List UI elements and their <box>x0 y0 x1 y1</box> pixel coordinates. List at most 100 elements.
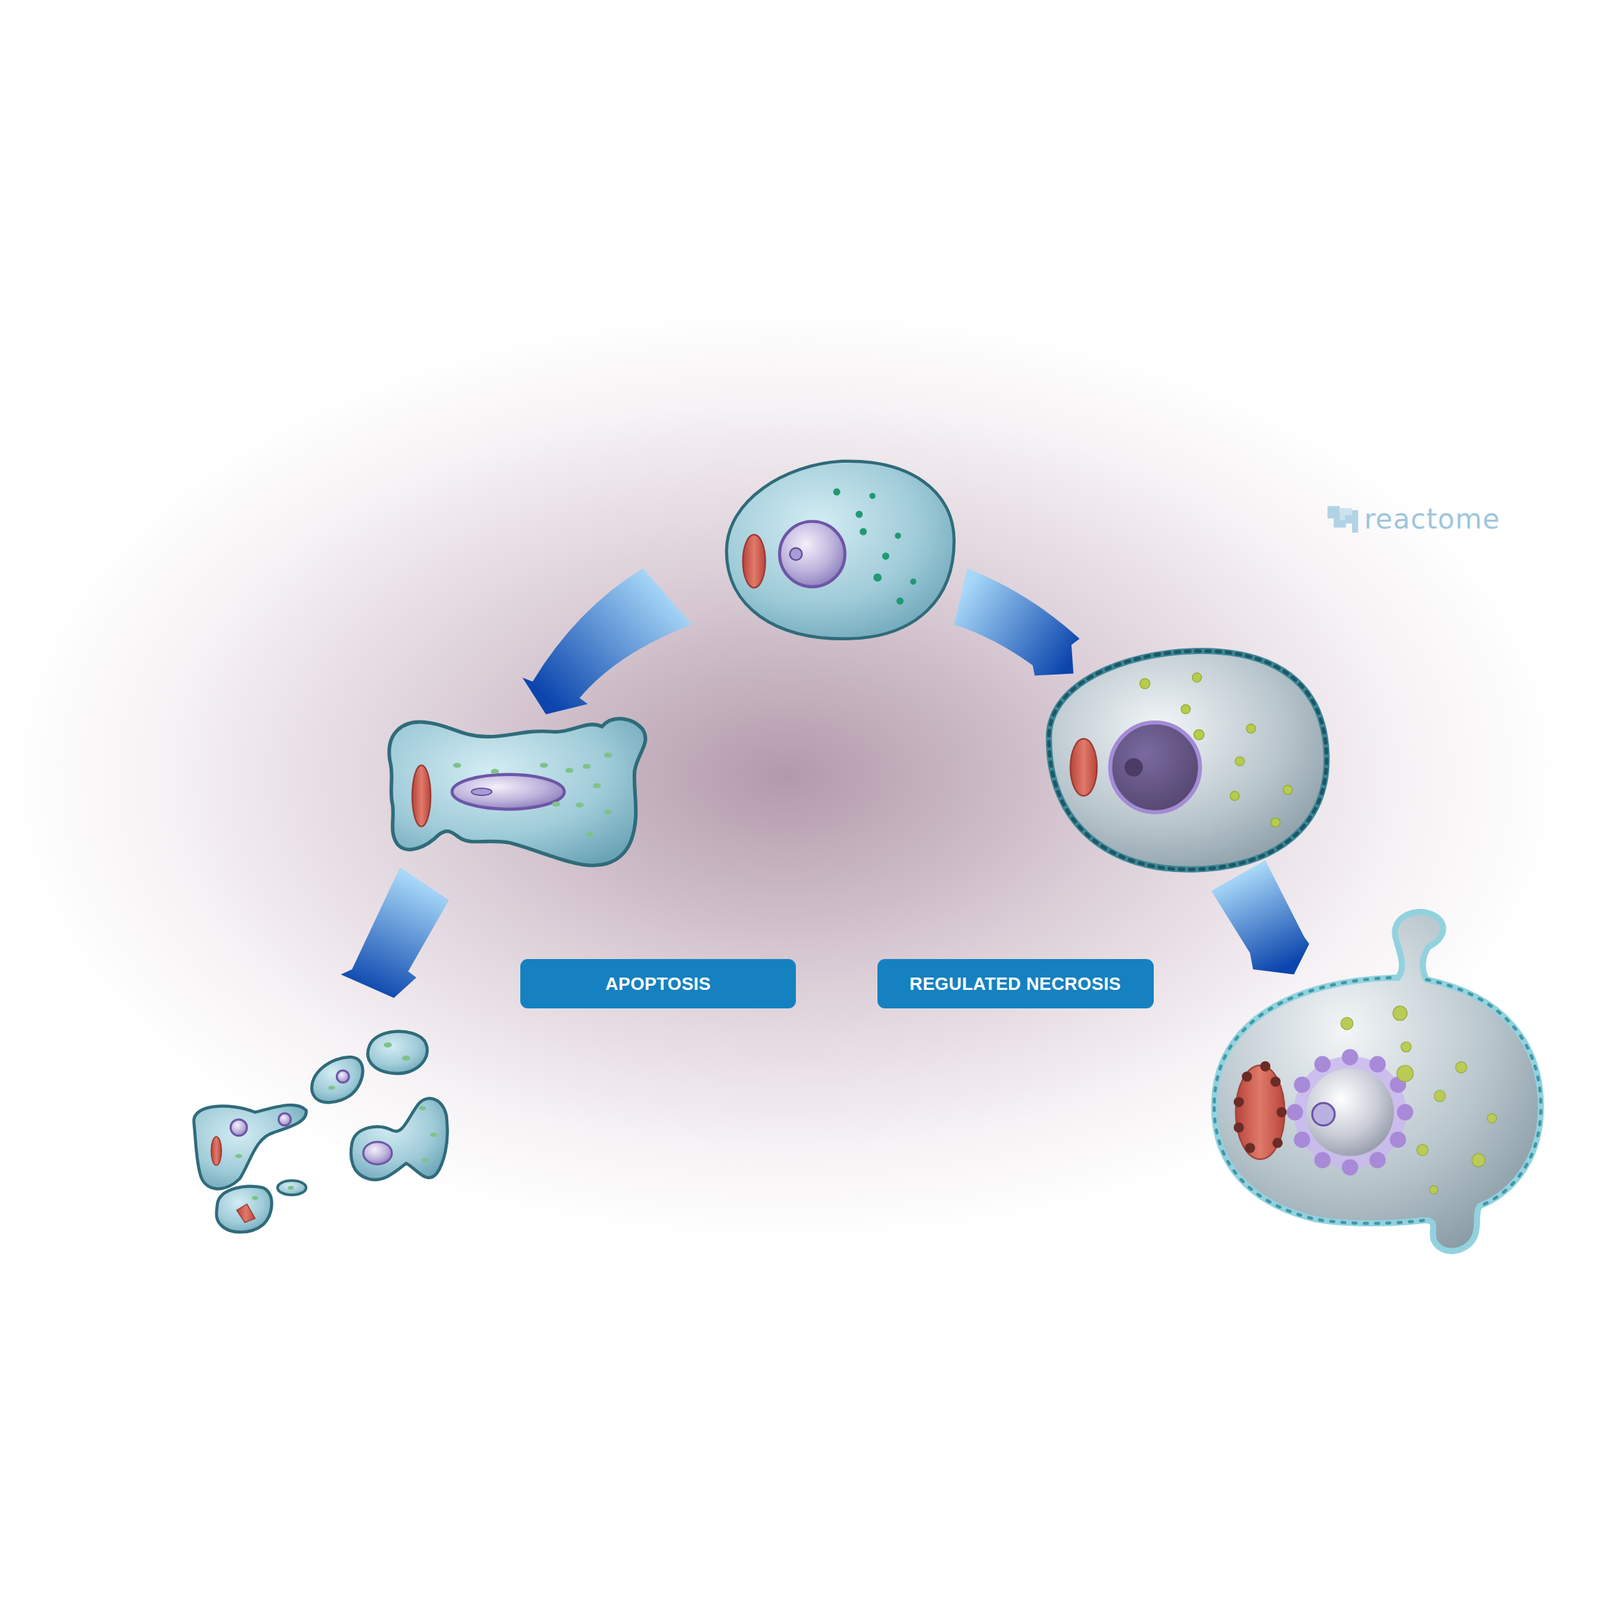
ruptured-cell-part-part <box>1293 1131 1311 1149</box>
apoptotic-bodies-part <box>383 1042 393 1048</box>
ruptured-cell <box>1214 911 1542 1252</box>
apoptotic-bodies-part <box>235 1154 242 1159</box>
swelling-cell-part <box>1140 673 1293 828</box>
apoptotic-bodies-part <box>418 1106 426 1111</box>
stage-label-box: APOPTOSIS <box>520 959 796 1009</box>
apoptotic-bodies-part <box>287 1185 295 1191</box>
process-arrow-part <box>522 568 692 715</box>
ruptured-cell-part <box>1286 1048 1414 1176</box>
ruptured-cell-part-part <box>1233 1122 1245 1133</box>
swelling-cell-part-part <box>1283 784 1293 794</box>
ruptured-cell-part-part <box>1270 1076 1281 1087</box>
apoptotic-cell-part-part <box>585 832 594 838</box>
swelling-cell-part-part <box>1140 678 1151 689</box>
healthy-cell-part-part <box>855 510 863 518</box>
ruptured-cell-part-part <box>1341 1159 1359 1176</box>
apoptotic-cell-part <box>389 718 646 866</box>
ruptured-cell-part-part <box>1434 1089 1446 1101</box>
ruptured-cell-part-part <box>1397 1104 1414 1121</box>
healthy-cell-part-part <box>896 597 904 605</box>
healthy-cell-part-part <box>832 488 840 495</box>
swelling-cell-part <box>1048 651 1327 870</box>
apoptotic-cell-part-part <box>582 763 591 769</box>
stage-label: REGULATED NECROSIS <box>909 973 1121 995</box>
swelling-cell-part <box>1070 738 1097 796</box>
apoptotic-bodies <box>194 1031 448 1232</box>
ruptured-cell-part-part <box>1314 1152 1331 1169</box>
apoptotic-cell-part-part <box>551 801 561 807</box>
swelling-cell-part-part <box>1194 729 1205 740</box>
process-arrow-part <box>954 568 1080 676</box>
ruptured-cell-part-part <box>1416 1144 1428 1156</box>
ruptured-cell-part-part <box>1471 1153 1485 1167</box>
ruptured-cell-part <box>1214 911 1542 1252</box>
ruptured-cell-part-part <box>1401 1041 1412 1053</box>
apoptotic-bodies-part <box>363 1142 393 1165</box>
apoptotic-bodies-part <box>236 1203 256 1223</box>
swelling-cell-part-part <box>1181 704 1191 714</box>
apoptotic-cell-part <box>451 774 565 810</box>
apoptotic-bodies-part <box>311 1057 363 1103</box>
apoptotic-cell-part-part <box>539 762 548 768</box>
logo-mark-part <box>1351 510 1359 533</box>
healthy-cell <box>726 461 955 639</box>
healthy-cell-part <box>743 534 766 588</box>
ruptured-cell-part-part <box>1389 1131 1406 1149</box>
logo-mark <box>1327 505 1359 533</box>
apoptotic-bodies-part <box>277 1180 307 1195</box>
watermark: reactome <box>1364 503 1500 535</box>
healthy-cell-part-part <box>859 527 867 535</box>
apoptotic-bodies-part <box>422 1157 430 1162</box>
swelling-cell <box>1048 651 1327 870</box>
ruptured-cell-part-part <box>1369 1152 1387 1169</box>
healthy-cell-part <box>832 488 916 605</box>
apoptotic-cell-part-part <box>603 752 613 758</box>
apoptotic-bodies-part <box>211 1136 222 1166</box>
ruptured-cell-part <box>1305 1068 1394 1156</box>
ruptured-cell-part <box>1214 977 1542 1224</box>
ruptured-cell-part-part <box>1455 1061 1467 1073</box>
healthy-cell-part-part <box>894 532 901 539</box>
apoptotic-cell-part-part <box>575 802 585 808</box>
healthy-cell-part-part <box>910 578 917 585</box>
ruptured-cell-part <box>1312 1102 1335 1126</box>
ruptured-cell-part-part <box>1276 1107 1287 1118</box>
apoptotic-bodies-part <box>216 1186 273 1233</box>
swelling-cell-part-part <box>1246 723 1256 733</box>
ruptured-cell-part-part <box>1272 1137 1283 1149</box>
swelling-cell-part <box>1124 758 1143 777</box>
apoptotic-bodies-part <box>230 1119 247 1136</box>
ruptured-cell-part-part <box>1259 1061 1271 1072</box>
swelling-cell-part-part <box>1235 756 1245 766</box>
ruptured-cell-part-part <box>1392 1006 1408 1021</box>
swelling-cell-part <box>1048 651 1327 870</box>
ruptured-cell-part <box>1340 1006 1497 1195</box>
swelling-cell-part <box>1110 722 1201 813</box>
apoptotic-bodies-part <box>278 1113 291 1126</box>
process-arrow-part <box>1211 860 1310 975</box>
apoptotic-bodies-part <box>328 1085 336 1090</box>
apoptotic-bodies-part <box>252 1196 259 1201</box>
apoptotic-cell-part <box>411 765 431 827</box>
apoptotic-bodies-part <box>429 1132 437 1137</box>
ruptured-cell-part-part <box>1242 1071 1253 1082</box>
ruptured-cell-part-part <box>1314 1056 1331 1073</box>
healthy-cell-part-part <box>882 552 890 560</box>
ruptured-cell-part <box>1233 1061 1287 1154</box>
apoptotic-cell-part-part <box>565 767 574 773</box>
healthy-cell-part <box>789 547 803 561</box>
ruptured-cell-part-part <box>1286 1104 1304 1121</box>
healthy-cell-part <box>779 521 845 587</box>
ruptured-cell-part-part <box>1233 1096 1245 1108</box>
apoptotic-bodies-part <box>194 1105 307 1189</box>
ruptured-cell-part-part <box>1369 1056 1387 1073</box>
ruptured-cell-part-part <box>1293 1076 1311 1093</box>
stage-label: APOPTOSIS <box>605 973 711 995</box>
apoptotic-cell-part-part <box>592 782 602 788</box>
apoptotic-bodies-part <box>368 1031 428 1073</box>
ruptured-cell-part-part <box>1429 1185 1438 1195</box>
swelling-cell-part-part <box>1192 673 1202 683</box>
